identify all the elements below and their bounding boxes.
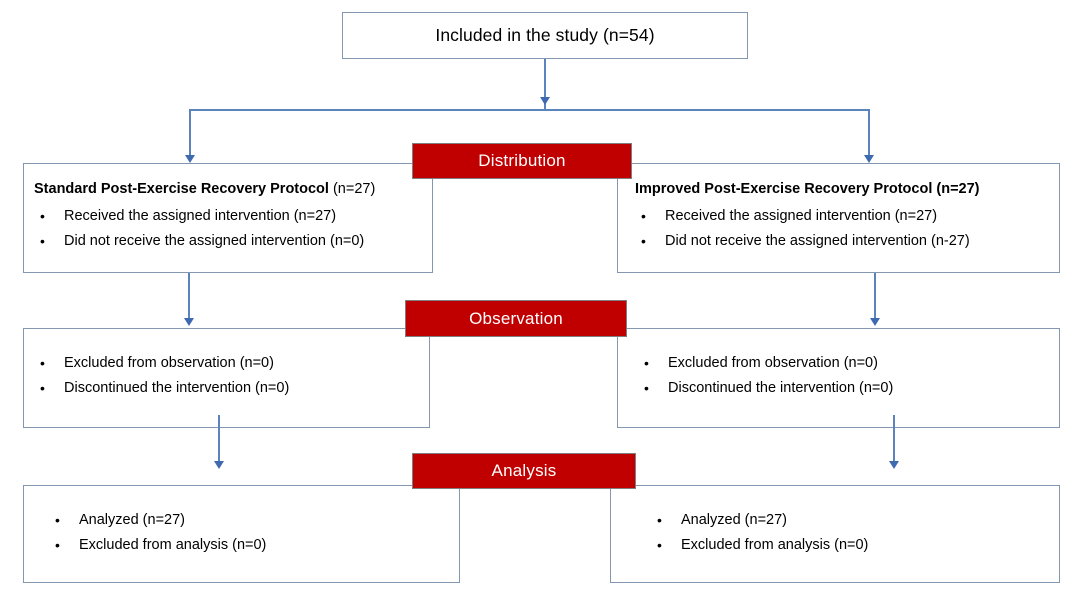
list-item: Did not receive the assigned interventio… bbox=[34, 229, 364, 254]
observation-right-box: Excluded from observation (n=0) Disconti… bbox=[617, 328, 1060, 428]
list-item: Excluded from analysis (n=0) bbox=[49, 533, 266, 558]
list-item: Discontinued the intervention (n=0) bbox=[638, 376, 893, 401]
list-item: Discontinued the intervention (n=0) bbox=[34, 376, 289, 401]
connector-top-stem bbox=[544, 59, 546, 111]
arrowhead-top-stem bbox=[540, 97, 550, 105]
connector-right-observation-to-analysis bbox=[893, 415, 895, 463]
arrowhead-right-to-analysis bbox=[889, 461, 899, 469]
arrowhead-to-right-distribution bbox=[864, 155, 874, 163]
arrowhead-right-to-observation bbox=[870, 318, 880, 326]
connector-split-horizontal bbox=[189, 109, 870, 111]
connector-split-left-drop bbox=[189, 109, 191, 157]
stage-banner-analysis-label: Analysis bbox=[491, 461, 557, 480]
arrowhead-left-to-analysis bbox=[214, 461, 224, 469]
included-in-study-box: Included in the study (n=54) bbox=[342, 12, 748, 59]
distribution-left-title-bold: Standard Post-Exercise Recovery Protocol bbox=[34, 181, 329, 197]
observation-left-box: Excluded from observation (n=0) Disconti… bbox=[23, 328, 430, 428]
list-item: Excluded from observation (n=0) bbox=[638, 351, 893, 376]
stage-banner-analysis: Analysis bbox=[412, 453, 636, 489]
distribution-left-title-rest: (n=27) bbox=[328, 181, 376, 197]
distribution-left-title: Standard Post-Exercise Recovery Protocol… bbox=[34, 181, 375, 197]
list-item: Analyzed (n=27) bbox=[49, 508, 266, 533]
list-item: Analyzed (n=27) bbox=[651, 508, 868, 533]
list-item: Received the assigned intervention (n=27… bbox=[34, 204, 364, 229]
distribution-right-bullets: Received the assigned intervention (n=27… bbox=[635, 204, 970, 254]
list-item: Received the assigned intervention (n=27… bbox=[635, 204, 970, 229]
connector-left-observation-to-analysis bbox=[218, 415, 220, 463]
distribution-right-title: Improved Post-Exercise Recovery Protocol… bbox=[635, 181, 980, 197]
connector-left-distribution-to-observation bbox=[188, 273, 190, 320]
stage-banner-observation: Observation bbox=[405, 300, 627, 337]
distribution-right-title-bold: Improved Post-Exercise Recovery Protocol… bbox=[635, 181, 980, 197]
analysis-left-bullets: Analyzed (n=27) Excluded from analysis (… bbox=[49, 508, 266, 558]
arrowhead-to-left-distribution bbox=[185, 155, 195, 163]
connector-right-distribution-to-observation bbox=[874, 273, 876, 320]
stage-banner-distribution: Distribution bbox=[412, 143, 632, 179]
stage-banner-distribution-label: Distribution bbox=[478, 151, 566, 170]
distribution-left-box: Standard Post-Exercise Recovery Protocol… bbox=[23, 163, 433, 273]
analysis-right-box: Analyzed (n=27) Excluded from analysis (… bbox=[610, 485, 1060, 583]
observation-left-bullets: Excluded from observation (n=0) Disconti… bbox=[34, 351, 289, 401]
list-item: Excluded from analysis (n=0) bbox=[651, 533, 868, 558]
distribution-right-box: Improved Post-Exercise Recovery Protocol… bbox=[617, 163, 1060, 273]
list-item: Excluded from observation (n=0) bbox=[34, 351, 289, 376]
included-in-study-label: Included in the study (n=54) bbox=[435, 25, 655, 45]
analysis-right-bullets: Analyzed (n=27) Excluded from analysis (… bbox=[651, 508, 868, 558]
observation-right-bullets: Excluded from observation (n=0) Disconti… bbox=[638, 351, 893, 401]
analysis-left-box: Analyzed (n=27) Excluded from analysis (… bbox=[23, 485, 460, 583]
arrowhead-left-to-observation bbox=[184, 318, 194, 326]
connector-split-right-drop bbox=[868, 109, 870, 157]
stage-banner-observation-label: Observation bbox=[469, 308, 563, 328]
list-item: Did not receive the assigned interventio… bbox=[635, 229, 970, 254]
distribution-left-bullets: Received the assigned intervention (n=27… bbox=[34, 204, 364, 254]
